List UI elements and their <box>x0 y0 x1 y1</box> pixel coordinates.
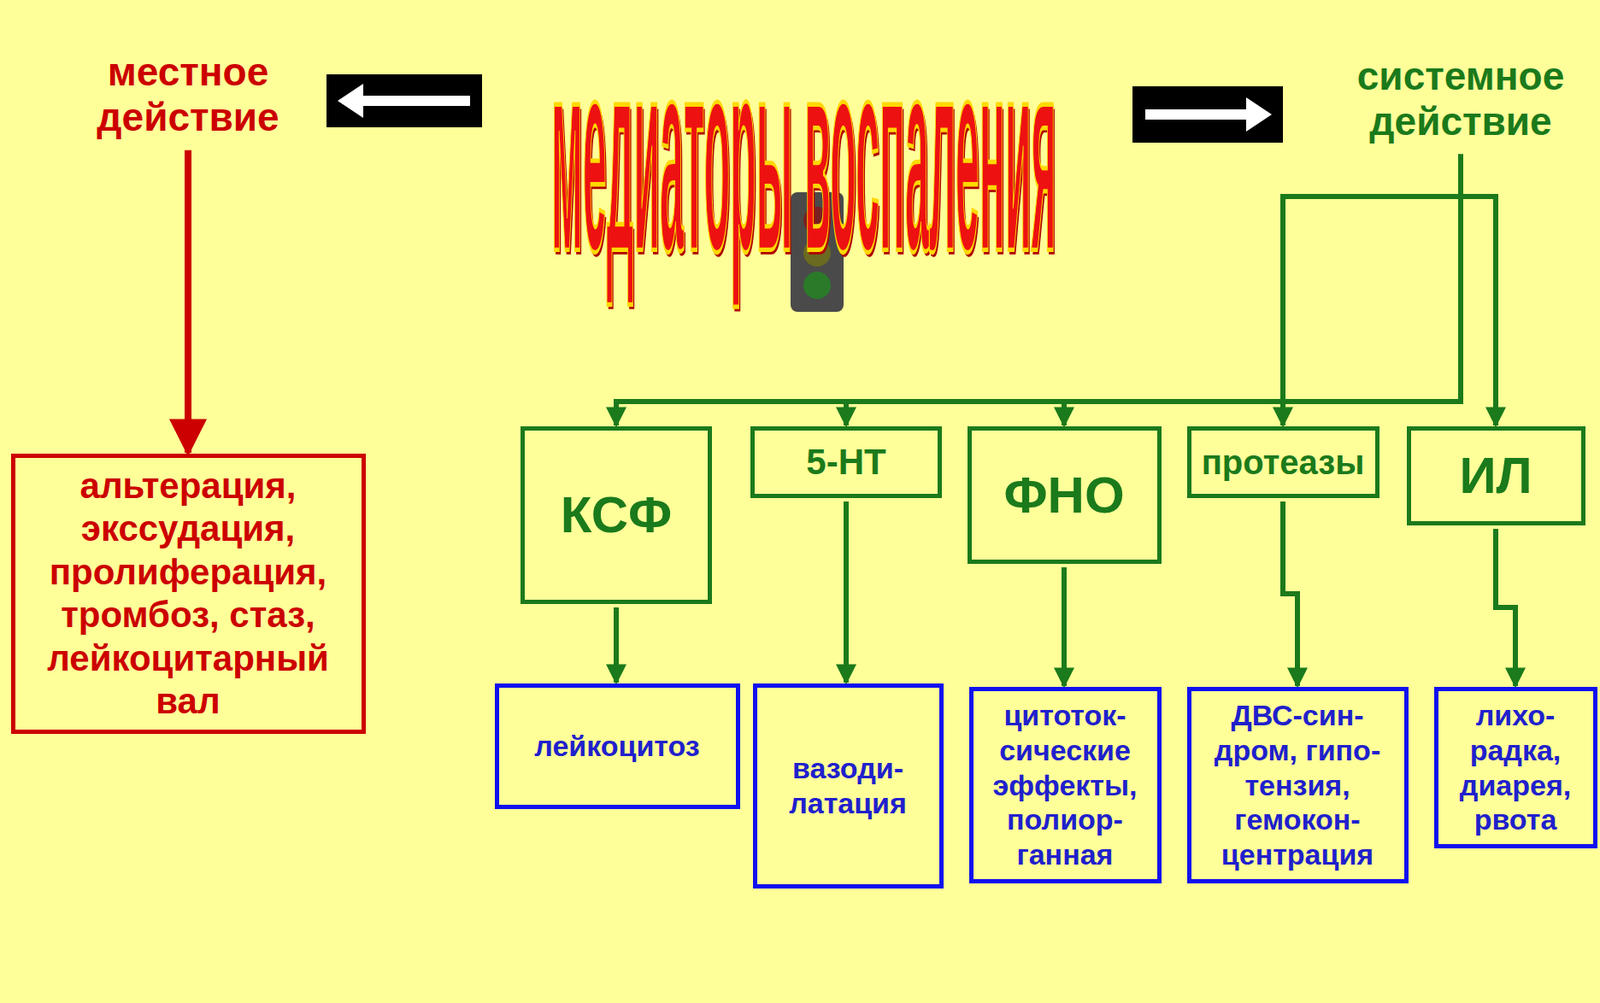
node-text: цитоток-сические эффекты, полиор-ганная <box>982 698 1149 873</box>
heading-text: системное действие <box>1336 47 1585 152</box>
node-text: системное действие <box>1345 53 1577 145</box>
connector-arrow <box>184 150 192 453</box>
connector-arrow <box>1495 529 1516 687</box>
node-text: местное действие <box>76 49 300 141</box>
node-text: альтерация, экссудация, пролиферация, тр… <box>23 464 353 724</box>
node-text: КСФ <box>560 487 672 544</box>
mediator-box: 5-НТ <box>750 426 942 499</box>
effect-box: вазоди-латация <box>752 683 944 889</box>
connector-arrow <box>1282 154 1461 426</box>
node-text: ДВС-син-дром, гипо-тензия, гемокон-центр… <box>1200 698 1396 873</box>
effect-box: цитоток-сические эффекты, полиор-ганная <box>969 687 1162 884</box>
node-text: протеазы <box>1201 443 1365 482</box>
mediator-box: протеазы <box>1187 426 1380 499</box>
connector-arrow <box>843 501 849 683</box>
connector-arrow <box>613 607 619 683</box>
connector-arrow <box>1061 567 1067 687</box>
mediator-box: КСФ <box>520 426 712 605</box>
node-text: ФНО <box>1003 467 1124 524</box>
node-text: вазоди-латация <box>765 751 931 822</box>
node-text: лейкоцитоз <box>534 729 700 765</box>
connector-arrow <box>1064 154 1461 426</box>
node-text: ИЛ <box>1458 447 1532 505</box>
heading-text: местное действие <box>68 42 308 148</box>
effect-box: лейкоцитоз <box>494 683 741 810</box>
mediator-box: ИЛ <box>1406 426 1586 526</box>
effect-box: ДВС-син-дром, гипо-тензия, гемокон-центр… <box>1187 687 1409 884</box>
node-text: лихо-радка, диарея, рвота <box>1447 698 1585 838</box>
node-text: 5-НТ <box>805 442 886 483</box>
effect-box: лихо-радка, диарея, рвота <box>1434 687 1598 849</box>
right-arrow-icon <box>1132 86 1283 143</box>
effects-box: альтерация, экссудация, пролиферация, тр… <box>11 453 366 735</box>
left-arrow-icon <box>326 74 483 128</box>
title-wordart: медиаторы воспаления <box>551 20 1057 296</box>
connector-arrow <box>1282 501 1298 687</box>
mediator-box: ФНО <box>967 426 1162 565</box>
connector-arrow <box>1460 154 1496 426</box>
